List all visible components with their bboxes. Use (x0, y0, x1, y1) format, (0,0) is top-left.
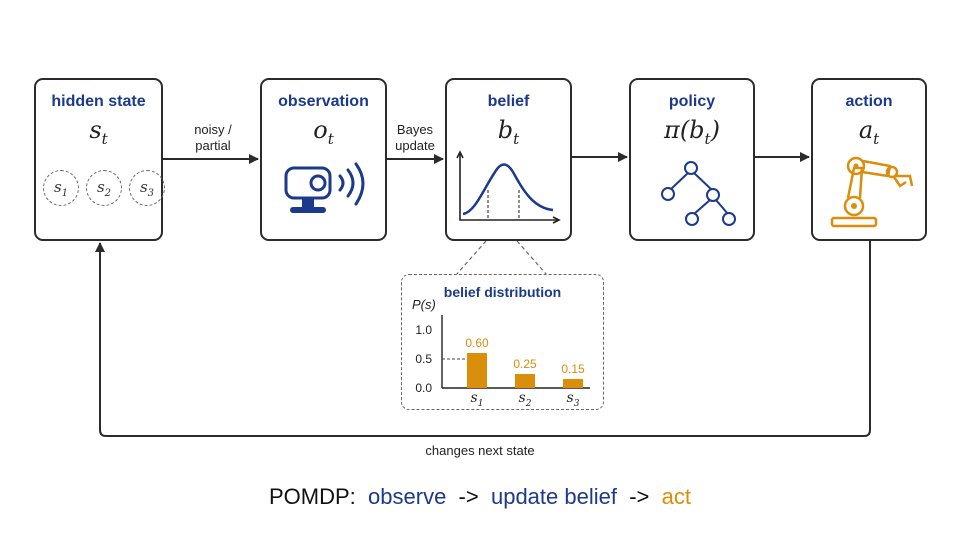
observation-node: observation ot (260, 78, 387, 241)
bar-category-label: s3 (566, 390, 580, 409)
hidden-state-title: hidden state (51, 93, 146, 110)
bar-value-label: 0.60 (465, 336, 489, 351)
bar-s2 (515, 373, 535, 388)
ytick-0: 0.0 (415, 381, 432, 395)
zoom-guide-right (516, 240, 548, 276)
bar-value-label: 0.25 (513, 356, 537, 371)
action-node: action at (811, 78, 927, 241)
chart-title: belief distribution (443, 284, 562, 300)
action-symbol: at (858, 116, 880, 148)
footer-arrow-1: -> (458, 484, 479, 509)
footer-arrow-2: -> (629, 484, 650, 509)
ytick-05: 0.5 (415, 352, 432, 366)
bar-category-label: s1 (470, 390, 484, 409)
state-s3: s3 (129, 170, 165, 206)
zoom-guide-left (455, 240, 487, 276)
footer-step-observe: observe (368, 484, 447, 509)
sensor-camera-icon (284, 162, 365, 213)
chart-ylabel: P(s) (412, 297, 436, 312)
footer-step-act: act (661, 484, 691, 509)
distribution-curve-icon (456, 150, 561, 224)
belief-symbol: bt (497, 116, 520, 148)
policy-symbol: π(bt) (664, 116, 720, 148)
action-title: action (845, 93, 893, 110)
state-s1: s1 (43, 170, 79, 206)
bar-s3 (563, 379, 583, 388)
robot-arm-icon (830, 156, 914, 228)
footer-step-update-belief: update belief (490, 484, 617, 509)
bar-category-label: s2 (518, 390, 532, 409)
policy-title: policy (668, 93, 716, 110)
bar-s1 (467, 353, 487, 388)
ytick-1: 1.0 (415, 323, 432, 337)
edge-label-noisy-partial: noisy /partial (194, 122, 232, 153)
bar-value-label: 0.15 (561, 362, 585, 377)
state-s2: s2 (86, 170, 122, 206)
belief-title: belief (487, 93, 530, 110)
hidden-state-node: hidden state st s1 s2 s3 (34, 78, 165, 241)
footer-prefix: POMDP: (269, 484, 356, 509)
feedback-label: changes next state (425, 443, 535, 458)
observation-symbol: ot (313, 116, 334, 148)
observation-title: observation (278, 93, 369, 110)
footer-caption: POMDP: observe -> update belief -> act (0, 484, 960, 510)
hidden-state-symbol: st (89, 116, 108, 148)
chart-axes (441, 315, 590, 389)
policy-node: policy π(bt) (629, 78, 755, 241)
decision-tree-icon (661, 161, 736, 226)
feedback-loop-arrow (95, 240, 871, 437)
belief-distribution-inset: belief distribution P(s) 1.0 0.5 0.0 0.6… (401, 274, 604, 410)
belief-node: belief bt (445, 78, 572, 241)
